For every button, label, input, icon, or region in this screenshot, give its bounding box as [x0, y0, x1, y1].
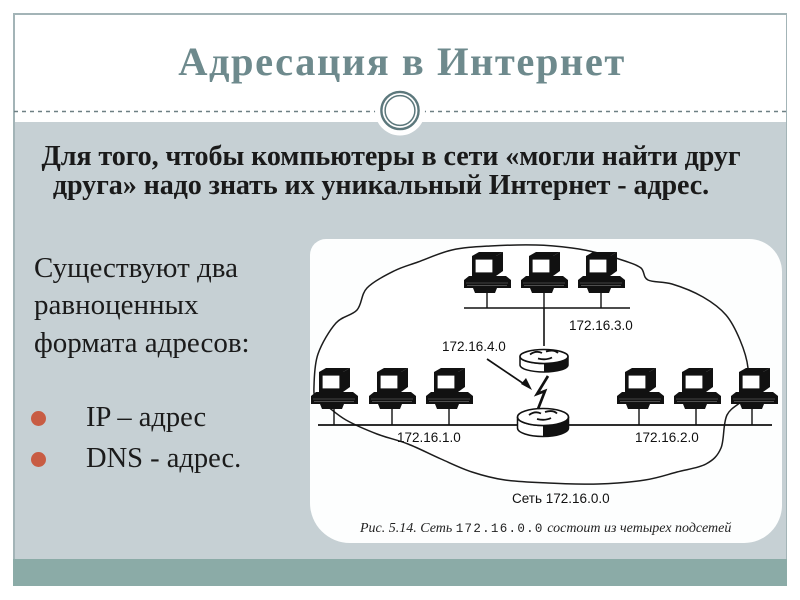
svg-text:172.16.3.0: 172.16.3.0 [569, 318, 633, 333]
svg-text:172.16.2.0: 172.16.2.0 [635, 430, 699, 445]
svg-text:172.16.1.0: 172.16.1.0 [397, 430, 461, 445]
svg-text:172.16.4.0: 172.16.4.0 [442, 339, 506, 354]
svg-text:Сеть 172.16.0.0: Сеть 172.16.0.0 [512, 491, 610, 506]
